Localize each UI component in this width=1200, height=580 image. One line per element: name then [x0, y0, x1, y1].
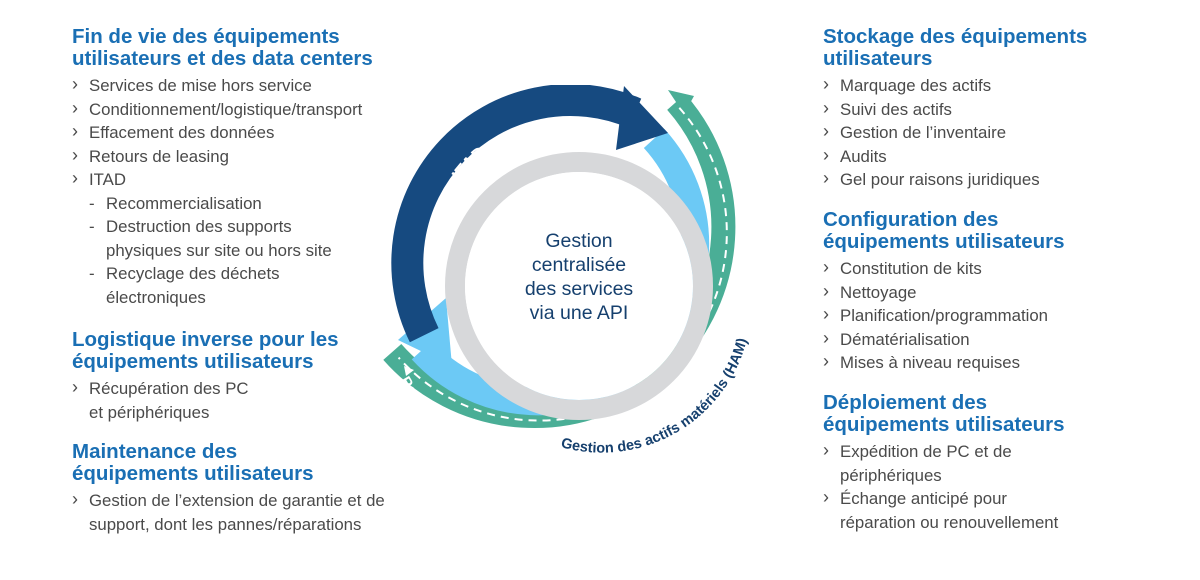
list-item: Suivi des actifs: [823, 97, 1087, 122]
inner-ring: [445, 152, 713, 420]
list-item: ITAD: [72, 167, 373, 192]
center-label: Gestion centralisée des services via une…: [524, 230, 634, 324]
direction-arrow-icon: [404, 366, 414, 376]
list-item: Échange anticipé pour réparation ou reno…: [823, 486, 1065, 534]
item-list: Services de mise hors service Conditionn…: [72, 73, 373, 309]
list-item: Audits: [823, 144, 1087, 169]
redeploy-arrow-tip: [668, 90, 694, 114]
direction-arrow-icon: [740, 378, 750, 390]
sub-list-item: Recyclage des déchets électroniques: [72, 262, 373, 309]
list-item: Gel pour raisons juridiques: [823, 167, 1087, 192]
section-title: Configuration des équipements utilisateu…: [823, 208, 1065, 253]
list-item: Services de mise hors service: [72, 73, 373, 98]
item-list: Gestion de l’extension de garantie et de…: [72, 488, 385, 536]
lifecycle-diagram: ITAD Gestion des actifs matériels (HAM) …: [383, 85, 780, 466]
list-item: Constitution de kits: [823, 256, 1065, 281]
list-item: Gestion de l’inventaire: [823, 120, 1087, 145]
item-list: Marquage des actifs Suivi des actifs Ges…: [823, 73, 1087, 192]
direction-arrow-icon: [656, 456, 666, 466]
itad-arc: [391, 85, 642, 343]
item-list: Expédition de PC et de périphériques Éch…: [823, 439, 1065, 534]
section-title: Stockage des équipements utilisateurs: [823, 25, 1088, 70]
list-item: Marquage des actifs: [823, 73, 1087, 98]
list-item: Conditionnement/logistique/transport: [72, 97, 373, 122]
section-storage: Stockage des équipements utilisateurs Ma…: [823, 26, 1087, 192]
list-item: Expédition de PC et de périphériques: [823, 439, 1065, 487]
sub-list-item: Recommercialisation: [72, 192, 373, 216]
section-title: Maintenance des équipements utilisateurs: [72, 440, 314, 485]
list-item: Retours de leasing: [72, 144, 373, 169]
section-deployment: Déploiement des équipements utilisateurs…: [823, 392, 1065, 534]
list-item: Nettoyage: [823, 280, 1065, 305]
list-item: Effacement des données: [72, 120, 373, 145]
center-disc: [465, 172, 693, 400]
section-title: Déploiement des équipements utilisateurs: [823, 391, 1065, 436]
list-item: Mises à niveau requises: [823, 350, 1065, 375]
section-end-of-life: Fin de vie des équipements utilisateurs …: [72, 26, 373, 309]
section-maintenance: Maintenance des équipements utilisateurs…: [72, 441, 385, 536]
section-title: Fin de vie des équipements utilisateurs …: [72, 25, 373, 70]
section-title: Logistique inverse pour les équipements …: [72, 328, 339, 373]
section-reverse-logistics: Logistique inverse pour les équipements …: [72, 329, 339, 424]
list-item: Planification/programmation: [823, 303, 1065, 328]
direction-arrow-icon: [770, 252, 780, 264]
direction-arrow-icon: [746, 168, 756, 180]
sub-list-item: Destruction des supports physiques sur s…: [72, 215, 373, 262]
itad-arrow-tip: [616, 86, 668, 150]
section-configuration: Configuration des équipements utilisateu…: [823, 209, 1065, 375]
list-item: Gestion de l’extension de garantie et de…: [72, 488, 385, 536]
item-list: Constitution de kits Nettoyage Planifica…: [823, 256, 1065, 375]
list-item: Récupération des PC et périphériques: [72, 376, 339, 424]
item-list: Récupération des PC et périphériques: [72, 376, 339, 424]
list-item: Dématérialisation: [823, 327, 1065, 352]
